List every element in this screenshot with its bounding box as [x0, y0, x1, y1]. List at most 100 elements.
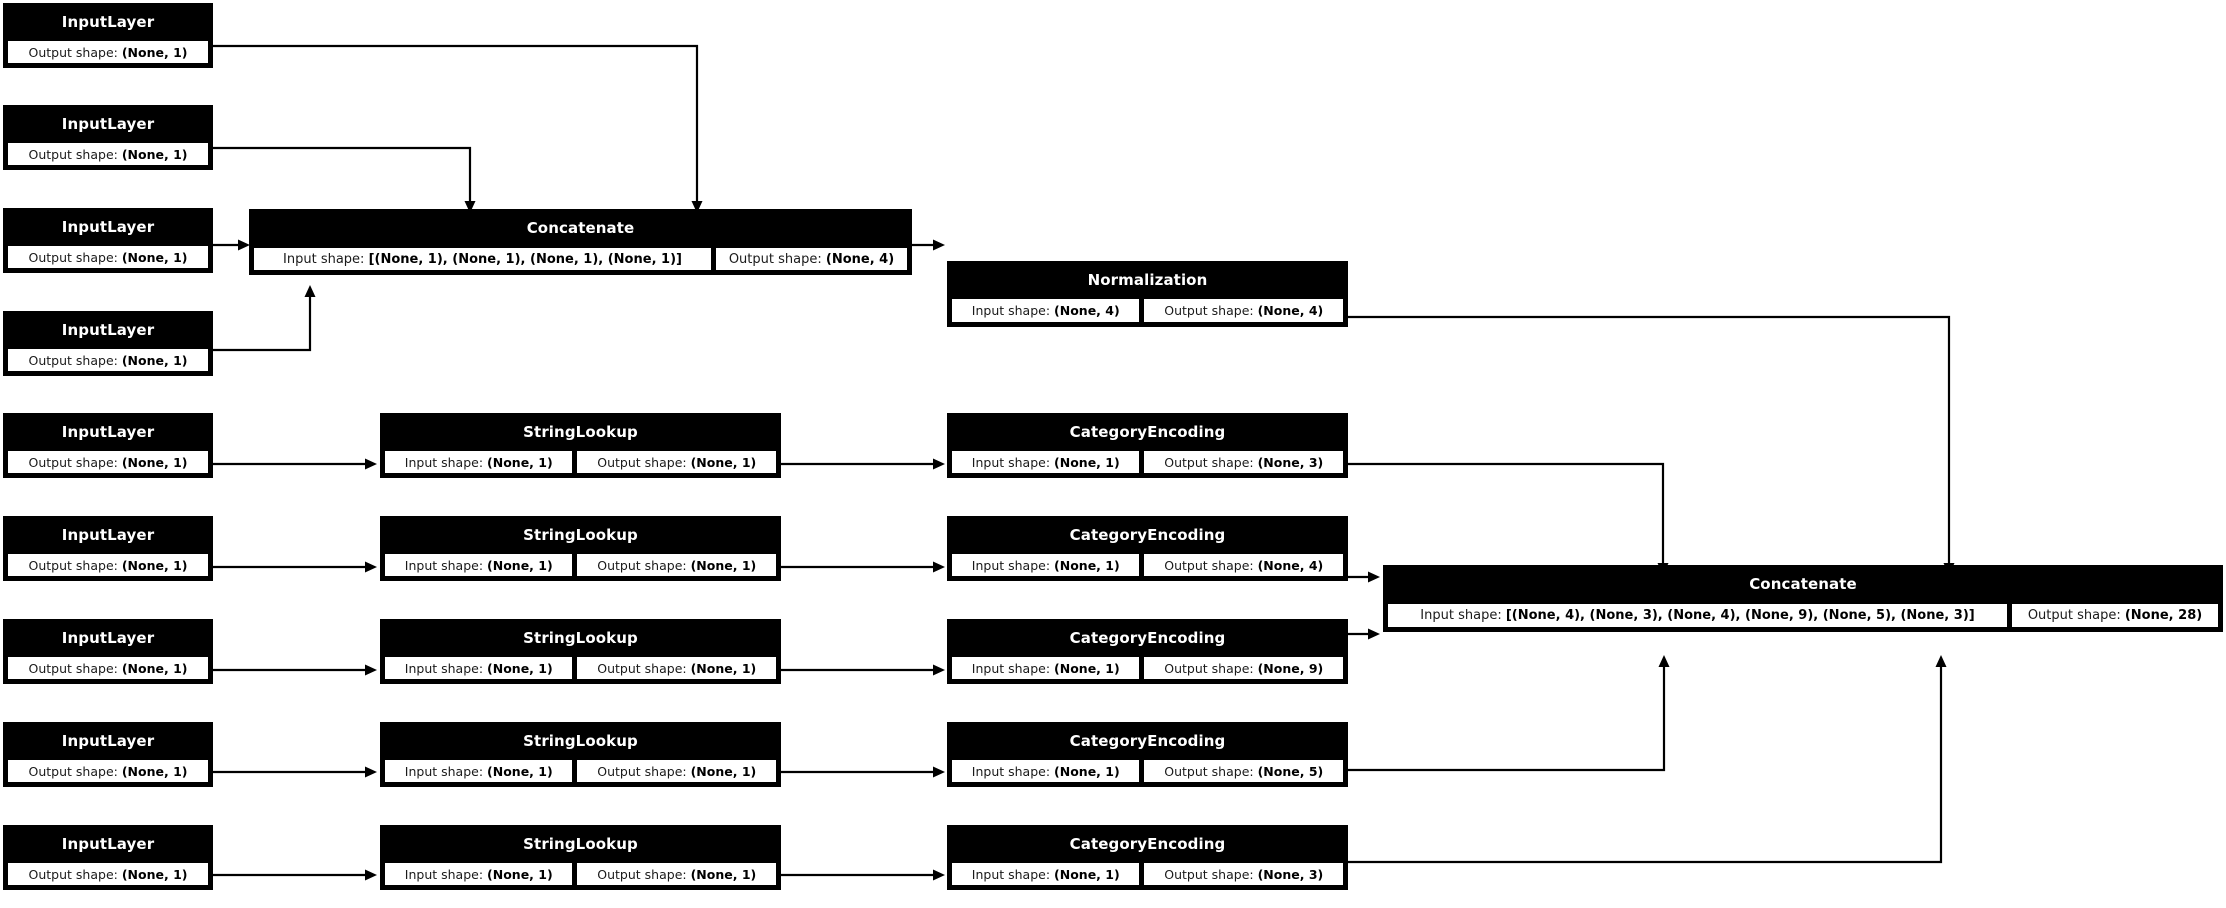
- node-input-num-1[interactable]: InputLayer Output shape: (None, 1): [3, 3, 213, 68]
- node-title: StringLookup: [382, 415, 779, 448]
- output-shape-value: (None, 1): [690, 763, 757, 779]
- node-title: Normalization: [949, 263, 1346, 296]
- node-input-cat-3[interactable]: InputLayer Output shape: (None, 1): [3, 619, 213, 684]
- node-input-num-4[interactable]: InputLayer Output shape: (None, 1): [3, 311, 213, 376]
- output-shape-label: Output shape:: [597, 454, 687, 470]
- output-shape-label: Output shape:: [1164, 303, 1254, 318]
- edge-arrowhead: [365, 869, 377, 881]
- input-shape-label: Input shape:: [971, 557, 1051, 573]
- node-title: InputLayer: [5, 415, 211, 448]
- output-shape-cell: Output shape: (None, 1): [576, 759, 778, 783]
- edge-encode5-concat-all: [1348, 665, 1943, 864]
- node-input-num-2[interactable]: InputLayer Output shape: (None, 1): [3, 105, 213, 170]
- output-shape-value: (None, 5): [1257, 763, 1324, 779]
- node-input-cat-4[interactable]: InputLayer Output shape: (None, 1): [3, 722, 213, 787]
- node-stringlookup-1[interactable]: StringLookup Input shape: (None, 1) Outp…: [380, 413, 781, 478]
- output-shape-value: (None, 4): [825, 251, 895, 267]
- node-body: Output shape: (None, 1): [5, 654, 211, 682]
- output-shape-cell: Output shape: (None, 3): [1143, 862, 1345, 886]
- node-body: Output shape: (None, 1): [5, 140, 211, 168]
- input-shape-cell: Input shape: (None, 1): [951, 862, 1141, 886]
- node-categoryencoding-5[interactable]: CategoryEncoding Input shape: (None, 1) …: [947, 825, 1348, 890]
- output-shape-label: Output shape:: [28, 660, 118, 676]
- input-shape-cell: Input shape: [(None, 1), (None, 1), (Non…: [253, 247, 712, 271]
- node-body: Output shape: (None, 1): [5, 346, 211, 374]
- node-body: Input shape: [(None, 1), (None, 1), (Non…: [251, 245, 910, 273]
- node-input-num-3[interactable]: InputLayer Output shape: (None, 1): [3, 208, 213, 273]
- input-shape-value: (None, 1): [487, 557, 553, 573]
- node-body: Input shape: (None, 1) Output shape: (No…: [382, 448, 779, 476]
- node-title: InputLayer: [5, 107, 211, 140]
- input-shape-value: [(None, 4), (None, 3), (None, 4), (None,…: [1505, 608, 1975, 623]
- edge-normalization-concat-all: [1348, 315, 1951, 565]
- output-shape-label: Output shape:: [28, 454, 118, 470]
- node-body: Input shape: (None, 1) Output shape: (No…: [949, 860, 1346, 888]
- input-shape-label: Input shape:: [404, 557, 484, 573]
- input-shape-cell: Input shape: (None, 1): [951, 759, 1141, 783]
- node-categoryencoding-1[interactable]: CategoryEncoding Input shape: (None, 1) …: [947, 413, 1348, 478]
- node-title: InputLayer: [5, 518, 211, 551]
- output-shape-value: (None, 1): [121, 557, 188, 573]
- node-title: Concatenate: [251, 211, 910, 245]
- input-shape-cell: Input shape: [(None, 4), (None, 3), (Non…: [1387, 603, 2008, 628]
- output-shape-value: (None, 1): [121, 146, 188, 162]
- node-normalization[interactable]: Normalization Input shape: (None, 4) Out…: [947, 261, 1348, 327]
- node-stringlookup-2[interactable]: StringLookup Input shape: (None, 1) Outp…: [380, 516, 781, 581]
- output-shape-value: (None, 1): [121, 249, 188, 265]
- node-title: CategoryEncoding: [949, 621, 1346, 654]
- edge-arrowhead: [1368, 628, 1380, 640]
- node-categoryencoding-4[interactable]: CategoryEncoding Input shape: (None, 1) …: [947, 722, 1348, 787]
- input-shape-value: (None, 1): [487, 866, 553, 882]
- edge-input1-concat-numeric: [213, 44, 699, 203]
- node-stringlookup-4[interactable]: StringLookup Input shape: (None, 1) Outp…: [380, 722, 781, 787]
- node-input-cat-1[interactable]: InputLayer Output shape: (None, 1): [3, 413, 213, 478]
- input-shape-label: Input shape:: [1420, 608, 1502, 623]
- node-title: InputLayer: [5, 827, 211, 860]
- node-body: Input shape: (None, 4) Output shape: (No…: [949, 296, 1346, 325]
- output-shape-label: Output shape:: [2027, 608, 2121, 623]
- output-shape-label: Output shape:: [1164, 557, 1254, 573]
- node-concat-numeric[interactable]: Concatenate Input shape: [(None, 1), (No…: [249, 209, 912, 275]
- input-shape-cell: Input shape: (None, 1): [951, 656, 1141, 680]
- output-shape-label: Output shape:: [597, 763, 687, 779]
- node-body: Output shape: (None, 1): [5, 448, 211, 476]
- input-shape-value: (None, 1): [1054, 454, 1120, 470]
- output-shape-label: Output shape:: [28, 249, 118, 265]
- node-body: Output shape: (None, 1): [5, 860, 211, 888]
- input-shape-label: Input shape:: [971, 660, 1051, 676]
- edge-encode1-concat-all: [1348, 462, 1665, 565]
- edge-arrowhead: [1368, 571, 1380, 583]
- node-input-cat-2[interactable]: InputLayer Output shape: (None, 1): [3, 516, 213, 581]
- node-categoryencoding-2[interactable]: CategoryEncoding Input shape: (None, 1) …: [947, 516, 1348, 581]
- node-stringlookup-3[interactable]: StringLookup Input shape: (None, 1) Outp…: [380, 619, 781, 684]
- output-shape-cell: Output shape: (None, 1): [576, 656, 778, 680]
- output-shape-cell: Output shape: (None, 5): [1143, 759, 1345, 783]
- output-shape-value: (None, 1): [121, 44, 188, 60]
- node-body: Input shape: (None, 1) Output shape: (No…: [382, 551, 779, 579]
- node-title: CategoryEncoding: [949, 724, 1346, 757]
- node-stringlookup-5[interactable]: StringLookup Input shape: (None, 1) Outp…: [380, 825, 781, 890]
- node-concat-all[interactable]: Concatenate Input shape: [(None, 4), (No…: [1383, 565, 2223, 632]
- input-shape-label: Input shape:: [971, 303, 1051, 318]
- output-shape-label: Output shape:: [1164, 866, 1254, 882]
- node-body: Input shape: (None, 1) Output shape: (No…: [382, 654, 779, 682]
- edge-arrowhead: [1658, 655, 1670, 667]
- output-shape-cell: Output shape: (None, 1): [576, 862, 778, 886]
- output-shape-value: (None, 28): [2124, 608, 2203, 623]
- node-title: InputLayer: [5, 313, 211, 346]
- input-shape-cell: Input shape: (None, 1): [384, 553, 574, 577]
- node-input-cat-5[interactable]: InputLayer Output shape: (None, 1): [3, 825, 213, 890]
- output-shape-value: (None, 1): [690, 866, 757, 882]
- edge-arrowhead: [365, 458, 377, 470]
- output-shape-value: (None, 3): [1257, 454, 1324, 470]
- input-shape-cell: Input shape: (None, 1): [384, 759, 574, 783]
- output-shape-label: Output shape:: [1164, 660, 1254, 676]
- output-shape-value: (None, 1): [690, 454, 757, 470]
- output-shape-label: Output shape:: [28, 146, 118, 162]
- output-shape-value: (None, 9): [1257, 660, 1324, 676]
- edge-arrowhead: [365, 561, 377, 573]
- node-title: InputLayer: [5, 5, 211, 38]
- node-categoryencoding-3[interactable]: CategoryEncoding Input shape: (None, 1) …: [947, 619, 1348, 684]
- edge-arrowhead: [304, 285, 316, 297]
- output-shape-cell: Output shape: (None, 1): [576, 450, 778, 474]
